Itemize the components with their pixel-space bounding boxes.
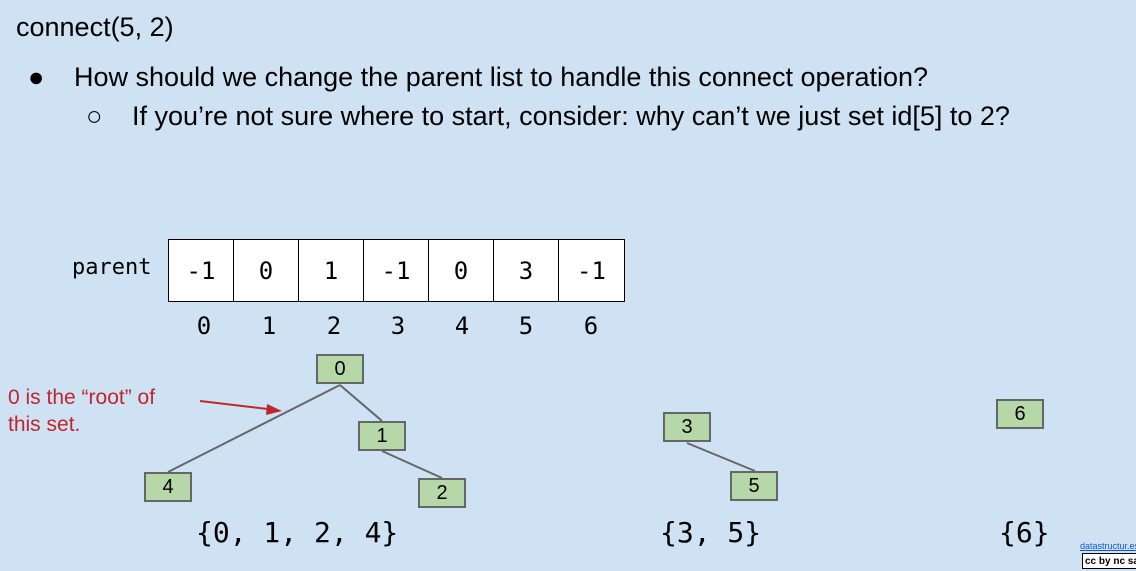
tree-node: 4 — [144, 472, 192, 502]
array-index: 1 — [261, 312, 277, 340]
array-index: 3 — [390, 312, 406, 340]
array-label: parent — [72, 255, 152, 280]
tree-node: 6 — [996, 399, 1044, 429]
annotation-line: 0 is the “root” of — [8, 386, 156, 409]
slide-title: connect(5, 2) — [16, 12, 174, 42]
bullet-circle-icon: ○ — [86, 101, 103, 131]
set-label: {3, 5} — [660, 516, 762, 549]
edge-1-2 — [381, 450, 443, 479]
root-annotation: 0 is the “root” of this set. — [8, 384, 155, 438]
array-cell: -1 — [577, 256, 606, 285]
set-label: {0, 1, 2, 4} — [196, 516, 399, 549]
tree-node: 0 — [316, 354, 364, 384]
footer-link[interactable]: datastructur.es — [1080, 541, 1136, 551]
tree-node: 2 — [418, 478, 466, 508]
edge-0-1 — [339, 384, 383, 422]
bullet-dot-icon: ● — [28, 62, 45, 92]
edge-0-4 — [167, 384, 341, 473]
edge-3-5 — [686, 442, 756, 472]
arrowhead-icon — [266, 404, 282, 415]
set-label: {6} — [999, 516, 1050, 549]
array-cell: 3 — [494, 240, 559, 301]
array-cell: 0 — [234, 240, 299, 301]
array-index: 5 — [518, 312, 534, 340]
array-index: 6 — [583, 312, 599, 340]
tree-node: 3 — [663, 412, 711, 442]
annotation-line: this set. — [8, 413, 81, 436]
bullet-hint-text: If you’re not sure where to start, consi… — [132, 101, 1010, 131]
tree-node: 1 — [358, 421, 406, 451]
array-cell: 0 — [429, 240, 494, 301]
tree-node: 5 — [730, 471, 778, 501]
array-index: 2 — [326, 312, 342, 340]
array-cell: -1 — [364, 240, 429, 301]
array-cell: -1 — [169, 240, 234, 301]
array-index: 4 — [454, 312, 470, 340]
array-index: 0 — [196, 312, 212, 340]
array-cell: 1 — [299, 240, 364, 301]
annotation-arrow — [199, 400, 277, 411]
cc-license-icon: cc by nc sa — [1082, 553, 1136, 569]
bullet-question-text: How should we change the parent list to … — [74, 62, 929, 92]
parent-array: -1 0 1 -1 0 3 -1 — [168, 239, 625, 302]
